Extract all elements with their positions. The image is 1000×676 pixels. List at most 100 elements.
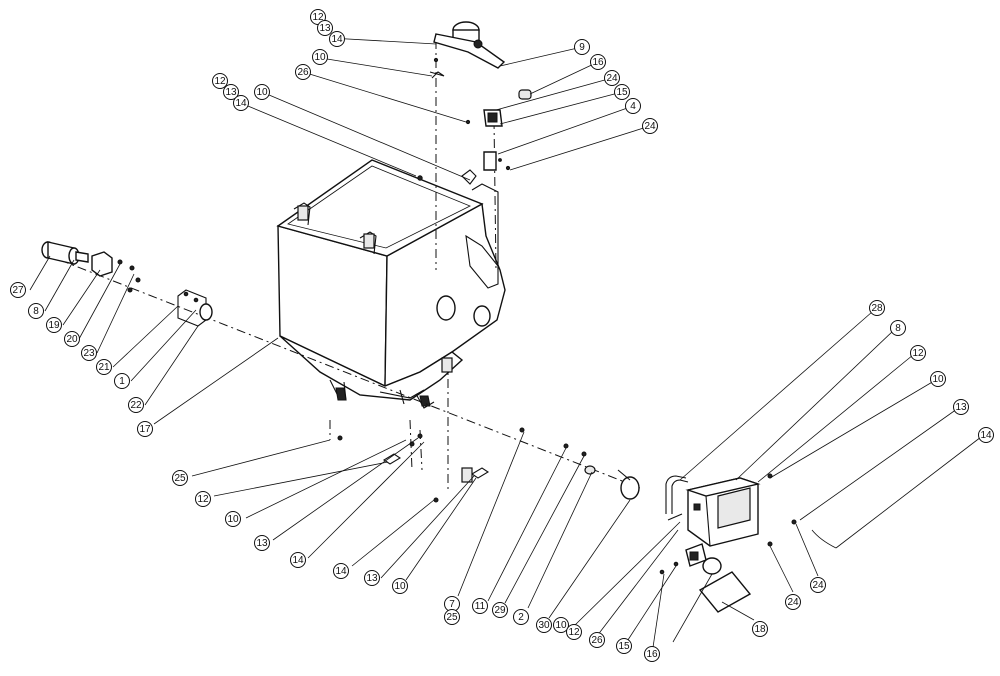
callout-number: 13 [225,87,237,98]
callout-circle [625,98,641,114]
callout-circle [953,399,969,415]
callout-10-b: 10 [254,84,270,100]
callout-29: 29 [492,602,508,618]
callout-20: 20 [64,331,80,347]
callout-circle [392,578,408,594]
callout-number: 2 [518,612,524,623]
callout-13-c: 13 [254,535,270,551]
callout-13-b: 13 [223,84,239,100]
callout-number: 26 [297,67,309,78]
callout-10-d: 10 [392,578,408,594]
callout-circle [910,345,926,361]
callout-number: 10 [394,581,406,592]
callout-14-b: 14 [233,95,249,111]
callout-circle [644,646,660,662]
callout-number: 24 [606,73,618,84]
callout-circle [604,70,620,86]
callout-25-b: 25 [444,609,460,625]
callout-8-a: 8 [28,303,44,319]
callout-17: 17 [137,421,153,437]
callout-12-e: 12 [910,345,926,361]
main-box [276,159,506,409]
callout-circle [225,511,241,527]
callout-circle [10,282,26,298]
callout-24-a: 24 [604,70,620,86]
callout-number: 8 [33,306,39,317]
callout-number: 10 [932,374,944,385]
callout-number: 14 [335,566,347,577]
callout-number: 27 [12,285,24,296]
callout-13-a: 13 [317,20,333,36]
left-motor-assembly [41,241,213,327]
callout-number: 17 [139,424,151,435]
callout-circle [472,598,488,614]
callout-circle [785,594,801,610]
callout-number: 24 [644,121,656,132]
callout-circle [566,624,582,640]
callout-number: 30 [538,620,550,631]
callout-number: 12 [568,627,580,638]
callout-16-b: 16 [644,646,660,662]
callout-number: 14 [980,430,992,441]
callout-24-d: 24 [810,577,826,593]
callout-number: 19 [48,320,60,331]
callout-22: 22 [128,397,144,413]
callout-1: 1 [114,373,130,389]
callout-circle [553,617,569,633]
callout-27: 27 [10,282,26,298]
callout-circle [536,617,552,633]
callout-19: 19 [46,317,62,333]
callout-10-a: 10 [312,49,328,65]
callout-circle [223,84,239,100]
callout-circle [28,303,44,319]
callout-circle [574,39,590,55]
callout-15-a: 15 [614,84,630,100]
callout-circle [96,359,112,375]
callout-circle [295,64,311,80]
callout-number: 12 [197,494,209,505]
callout-10-c: 10 [225,511,241,527]
callout-circle [254,84,270,100]
callout-circle [642,118,658,134]
callout-circle [312,49,328,65]
callout-number: 9 [579,42,585,53]
callout-circle [930,371,946,387]
callout-circle [254,535,270,551]
callout-circle [752,621,768,637]
callout-circle [590,54,606,70]
callout-number: 16 [592,57,604,68]
callout-25-a: 25 [172,470,188,486]
callout-9: 9 [574,39,590,55]
callout-circle [513,609,529,625]
callout-number: 10 [227,514,239,525]
callout-number: 7 [449,599,455,610]
callout-number: 24 [812,580,824,591]
callout-number: 14 [235,98,247,109]
top-motor-part [433,21,506,69]
callout-13-d: 13 [364,570,380,586]
callout-30: 30 [536,617,552,633]
callout-number: 25 [174,473,186,484]
callout-number: 16 [646,649,658,660]
callout-number: 13 [366,573,378,584]
callout-circle [614,84,630,100]
callout-number: 13 [256,538,268,549]
callout-circle [114,373,130,389]
callout-24-b: 24 [642,118,658,134]
callout-10-f: 10 [930,371,946,387]
callout-number: 11 [475,601,486,612]
callout-circle [195,491,211,507]
callout-labels: 1213141091624154242612131410278192023211… [10,9,994,662]
callout-circle [978,427,994,443]
callout-number: 29 [494,605,506,616]
callout-circle [128,397,144,413]
callout-12-b: 12 [212,73,228,89]
callout-circle [616,638,632,654]
callout-number: 20 [66,334,78,345]
callout-4: 4 [625,98,641,114]
callout-circle [444,609,460,625]
callout-circle [212,73,228,89]
callout-circle [137,421,153,437]
callout-10-e: 10 [553,617,569,633]
callout-15-b: 15 [616,638,632,654]
